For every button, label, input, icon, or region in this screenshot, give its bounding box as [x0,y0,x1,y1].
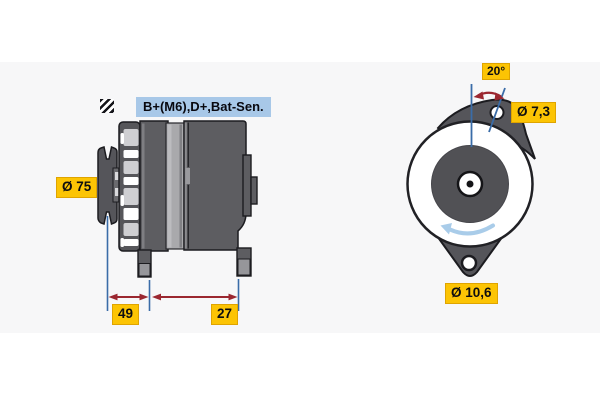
foot-bushing [237,258,251,276]
foot-bushing [138,263,151,277]
rotation-arrow-icon [440,223,495,236]
fan-blade [123,161,139,174]
ear-hole-diameter-label: Ø 7,3 [511,102,557,123]
hub-slot [115,188,120,196]
stator-highlight [167,124,172,248]
terminals-label: B+(M6),D+,Bat-Sen. [136,97,271,118]
tilted-reference-line [488,87,506,133]
dimension-lines [106,216,240,311]
stator-band [165,122,185,250]
front-mounting-foot [137,249,152,278]
foot-hole-diameter-label: Ø 10,6 [445,283,498,304]
rear-housing [183,120,258,251]
seam-notch [185,168,190,184]
fan-blade [123,223,139,236]
regulator-protrusion [242,154,252,217]
front-view [406,84,536,277]
hub-slot [115,172,120,180]
pulley-diameter-label: Ø 75 [56,177,98,198]
shaft-center [466,180,474,188]
dimension-label-49: 49 [112,304,140,325]
fan-slot [120,195,124,206]
connector-protrusion [250,176,258,205]
fan-slot [120,238,124,247]
pulley-profile [97,145,118,226]
fan-gap [123,150,139,158]
angle-arrow-20 [473,91,505,101]
rear-mounting-foot [236,247,252,277]
fan-blade [123,188,139,205]
fan-gap [123,208,139,220]
front-housing [139,120,169,252]
fan-gap [123,177,139,185]
angle-label: 20° [482,63,511,80]
hatched-square-icon [100,99,114,113]
dimension-arrow-49 [108,293,149,301]
dimension-arrow-27 [152,293,238,301]
housing-highlight [142,123,145,249]
fan [118,121,141,252]
fan-gap [123,239,139,246]
fan-blade [123,129,139,146]
fan-slot [120,133,124,144]
housing-seam-highlight [184,122,187,249]
side-view [97,120,258,311]
pulley [97,145,123,226]
stator-shadow [179,124,182,248]
foot-hole [460,254,478,272]
dimension-label-27: 27 [211,304,239,325]
